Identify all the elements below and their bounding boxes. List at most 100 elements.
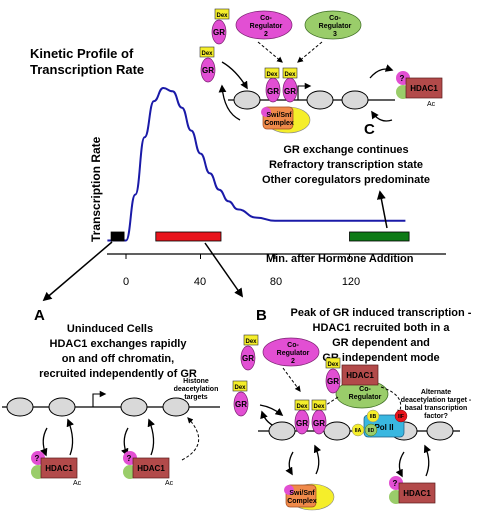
chart-title-line2: Transcription Rate bbox=[30, 62, 144, 77]
panel-a-line4: recruited independently of GR bbox=[39, 368, 197, 380]
hdac1-complex-a2: ? HDAC1 Ac bbox=[123, 451, 174, 487]
green-bar-to-c-arrow bbox=[376, 190, 388, 229]
panel-c-line3: Other coregulators predominate bbox=[262, 174, 430, 186]
transcription-rate-curve bbox=[107, 86, 406, 242]
svg-text:?: ? bbox=[400, 74, 405, 83]
hdac1-off-arrow-b bbox=[395, 451, 405, 478]
panel-b-note4: factor? bbox=[424, 413, 448, 420]
svg-text:HDAC1: HDAC1 bbox=[45, 464, 73, 473]
time-window-bar-a bbox=[110, 231, 125, 242]
svg-text:GR: GR bbox=[267, 87, 279, 96]
nucleosome bbox=[268, 421, 296, 441]
svg-text:Co-: Co- bbox=[287, 342, 299, 349]
free-gr-c1: Dex GR bbox=[211, 8, 230, 45]
transcription-start-arrow-a bbox=[92, 390, 107, 407]
svg-text:Complex: Complex bbox=[264, 120, 294, 127]
svg-text:IID: IID bbox=[368, 428, 375, 434]
svg-text:Complex: Complex bbox=[287, 498, 317, 505]
black-bar-to-a-arrow bbox=[42, 241, 113, 302]
panel-a-note2: deacetylation bbox=[174, 386, 219, 393]
bound-gr-dimer-c: Dex Dex GR GR bbox=[264, 67, 298, 103]
svg-text:IIA: IIA bbox=[355, 428, 362, 434]
panel-c-illustration: Dex GR Dex GR Co- Regulator 2 Co- Regula… bbox=[199, 8, 443, 229]
coreg3-dashed-arrow bbox=[297, 41, 323, 63]
panel-a-note1: Histone bbox=[183, 378, 209, 385]
svg-text:HDAC1: HDAC1 bbox=[346, 371, 374, 380]
coreg2-dashed-arrow-b bbox=[282, 367, 301, 392]
swi-snf-on-arrow bbox=[313, 444, 322, 475]
panel-a-line3: on and off chromatin, bbox=[62, 353, 174, 365]
svg-text:Dex: Dex bbox=[245, 339, 257, 345]
transcription-start-arrow-c bbox=[297, 82, 312, 100]
nucleosome bbox=[120, 397, 148, 417]
svg-text:GR: GR bbox=[213, 28, 225, 37]
bound-gr-dimer-b: Dex Dex GR GR bbox=[294, 399, 327, 435]
hdac1-on-arrow-c bbox=[369, 64, 394, 79]
svg-text:?: ? bbox=[393, 479, 398, 488]
hdac1-complex-c: ? HDAC1 Ac bbox=[396, 71, 443, 108]
free-gr-b1: Dex GR bbox=[240, 334, 259, 371]
panel-c-letter: C bbox=[364, 121, 375, 138]
coreg2-dashed-arrow bbox=[257, 41, 283, 63]
nucleosome bbox=[323, 421, 351, 441]
svg-text:GR: GR bbox=[242, 354, 254, 363]
svg-text:Dex: Dex bbox=[313, 404, 325, 410]
hdac1-off-arrow-a1 bbox=[40, 427, 48, 457]
pol2-complex: Pol II IIA IID IIB IIF bbox=[351, 409, 408, 438]
svg-text:Dex: Dex bbox=[201, 51, 213, 57]
svg-text:Dex: Dex bbox=[284, 72, 296, 78]
x-tick-label-120: 120 bbox=[342, 276, 360, 288]
coregulator-2-c: Co- Regulator 2 bbox=[235, 10, 293, 40]
deacetylation-dashed-arrow-a bbox=[181, 417, 199, 461]
svg-text:Regulator: Regulator bbox=[277, 350, 310, 357]
svg-text:GR: GR bbox=[284, 87, 296, 96]
panel-b-line2: HDAC1 recruited both in a bbox=[313, 322, 451, 334]
nucleosome bbox=[6, 397, 34, 417]
svg-text:IIF: IIF bbox=[398, 414, 404, 420]
svg-text:Ac: Ac bbox=[427, 101, 436, 108]
gr-binding-arrow-c bbox=[221, 61, 248, 90]
hdac1-on-arrow-a2 bbox=[147, 418, 155, 456]
svg-text:Pol II: Pol II bbox=[374, 423, 393, 432]
swi-snf-complex-c: Swi/Snf Complex bbox=[261, 106, 311, 134]
hdac1-complex-a1: ? HDAC1 Ac bbox=[31, 451, 82, 487]
svg-text:Dex: Dex bbox=[266, 72, 278, 78]
coregulator-3-c: Co- Regulator 3 bbox=[304, 10, 362, 40]
kinetic-profile-chart: Kinetic Profile of Transcription Rate Tr… bbox=[30, 46, 446, 288]
svg-text:HDAC1: HDAC1 bbox=[137, 464, 165, 473]
svg-text:Co-: Co- bbox=[260, 15, 272, 22]
panel-b-illustration: B Peak of GR induced transcription - HDA… bbox=[232, 307, 472, 511]
svg-text:Co-: Co- bbox=[359, 386, 371, 393]
svg-text:HDAC1: HDAC1 bbox=[403, 489, 431, 498]
svg-text:Swi/Snf: Swi/Snf bbox=[289, 490, 315, 497]
chart-title-line1: Kinetic Profile of bbox=[30, 46, 134, 61]
svg-text:Ac: Ac bbox=[73, 480, 82, 487]
svg-text:Co-: Co- bbox=[329, 15, 341, 22]
gr-release-arrow-c bbox=[218, 84, 241, 121]
panel-b-note2: deacetylation target - bbox=[401, 397, 472, 404]
svg-text:?: ? bbox=[35, 454, 40, 463]
gr-hdac1-coregulator-b: Co- Regulator Dex GR HDAC1 bbox=[325, 357, 389, 409]
svg-text:GR: GR bbox=[327, 377, 339, 386]
svg-text:GR: GR bbox=[296, 419, 308, 428]
svg-text:GR: GR bbox=[235, 400, 247, 409]
svg-text:Dex: Dex bbox=[216, 13, 228, 19]
hdac1-off-arrow-a2 bbox=[121, 427, 129, 457]
panel-b-note1: Alternate bbox=[421, 389, 451, 396]
svg-text:2: 2 bbox=[264, 31, 268, 38]
coreg-dashed-arrow-b bbox=[319, 396, 339, 410]
svg-text:3: 3 bbox=[333, 31, 337, 38]
nucleosome bbox=[48, 397, 76, 417]
hdac1-on-arrow-a1 bbox=[66, 418, 74, 456]
svg-text:GR: GR bbox=[313, 419, 325, 428]
panel-b-note3: basal transcription bbox=[405, 405, 468, 412]
time-window-bar-c bbox=[349, 231, 410, 242]
svg-text:Swi/Snf: Swi/Snf bbox=[266, 112, 292, 119]
panel-a-letter: A bbox=[34, 307, 45, 324]
hdac1-off-arrow-c bbox=[371, 110, 393, 122]
x-axis-ticks bbox=[125, 254, 350, 259]
svg-text:2: 2 bbox=[291, 358, 295, 365]
red-bar-to-b-arrow bbox=[204, 242, 244, 298]
swi-snf-complex-b: Swi/Snf Complex bbox=[284, 483, 335, 511]
